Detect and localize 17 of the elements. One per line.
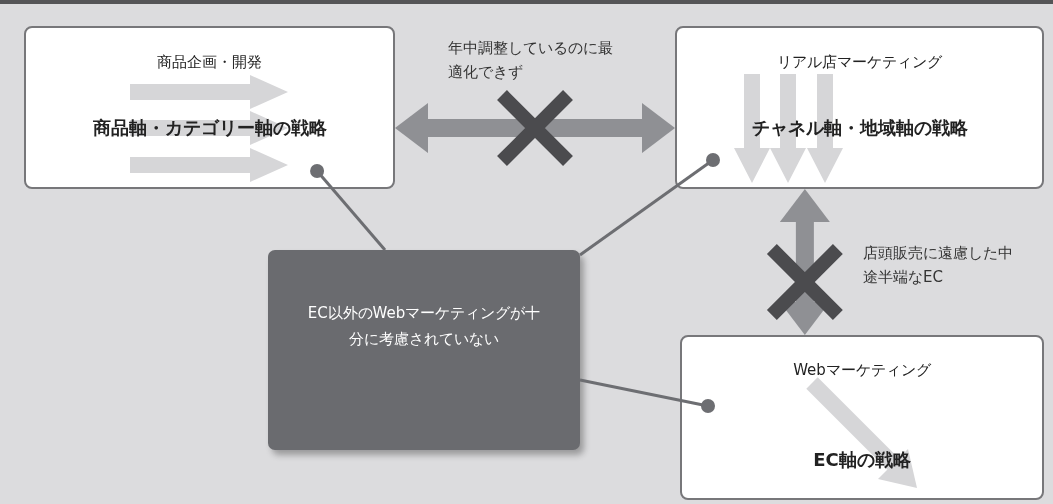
double-arrow — [779, 189, 830, 335]
leader-line — [579, 153, 720, 257]
box-text: EC以外のWebマーケティングが十分に考慮されていない — [306, 303, 542, 350]
box-heading: 商品企画・開発 — [156, 52, 263, 73]
strategy-title: チャネル軸・地域軸の戦略 — [750, 116, 969, 140]
strategy-box — [675, 26, 1044, 189]
box-heading: リアル店マーケティング — [776, 52, 943, 73]
issue-box — [268, 250, 580, 450]
leader-line — [310, 164, 387, 251]
double-arrow — [395, 103, 675, 154]
leader-line — [579, 378, 716, 413]
edge-label: 店頭販売に遠慮した中途半端なEC — [863, 243, 1014, 288]
strategy-box — [680, 335, 1044, 500]
strategy-title: EC軸の戦略 — [812, 448, 912, 472]
strategy-title: 商品軸・カテゴリー軸の戦略 — [91, 116, 328, 140]
edge-label: 年中調整しているのに最適化できず — [448, 38, 614, 83]
box-heading: Webマーケティング — [792, 360, 932, 381]
